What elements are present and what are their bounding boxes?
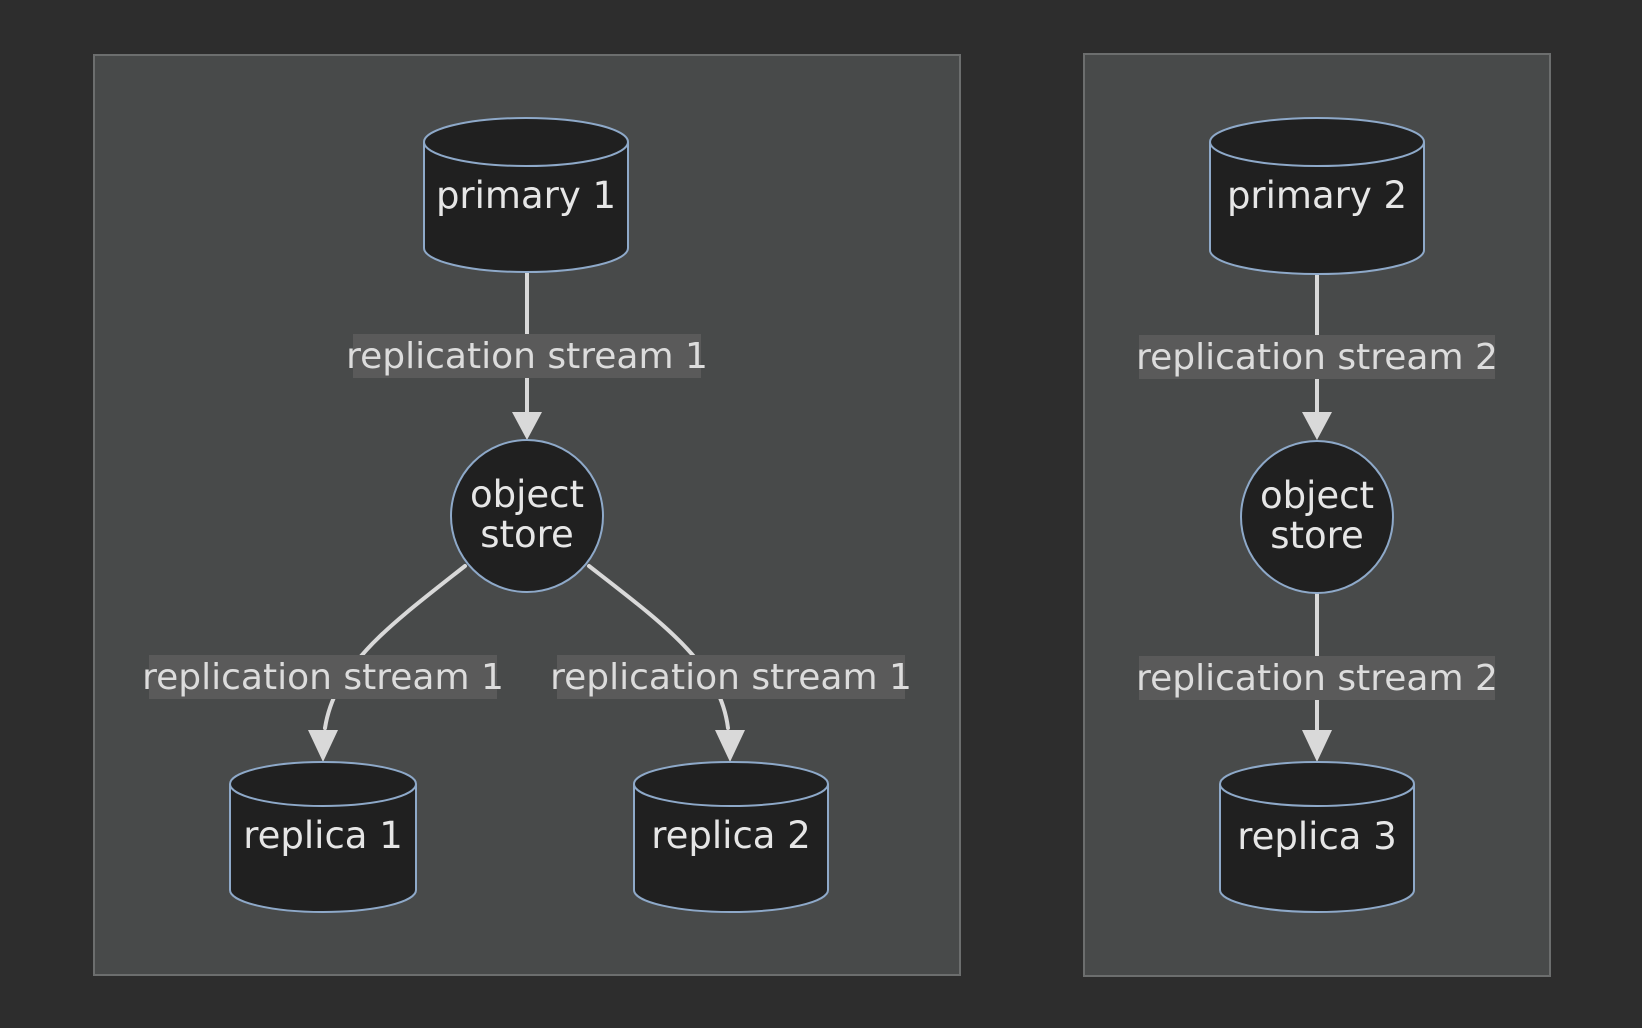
cluster-2: replication stream 2 replication stream … — [1083, 53, 1551, 977]
edge-label-text: replication stream 2 — [1136, 337, 1498, 378]
edge-label-text: replication stream 1 — [346, 336, 708, 377]
edge-label-primary2-store2: replication stream 2 — [1136, 335, 1498, 379]
node-replica-3: replica 3 — [1219, 761, 1415, 913]
edge-store1-to-replica1-arrowhead — [308, 730, 338, 762]
edge-label-text: replication stream 1 — [142, 657, 504, 698]
database-cylinder-icon — [423, 117, 629, 273]
node-primary-2: primary 2 — [1209, 117, 1425, 275]
edge-primary2-to-store2-arrowhead — [1302, 412, 1332, 440]
node-primary-1: primary 1 — [423, 117, 629, 273]
edge-label-primary1-store1: replication stream 1 — [346, 334, 708, 378]
edge-label-store2-replica3: replication stream 2 — [1136, 656, 1498, 700]
edge-label-text: replication stream 1 — [550, 657, 912, 698]
database-cylinder-icon — [229, 761, 417, 913]
edge-store1-to-replica2 — [587, 564, 730, 730]
database-cylinder-icon — [633, 761, 829, 913]
node-label-line-2: store — [1270, 514, 1364, 557]
edge-primary1-to-store1-arrowhead — [512, 412, 542, 440]
node-label: replica 1 — [243, 814, 403, 857]
edge-label-text: replication stream 2 — [1136, 658, 1498, 699]
edge-label-store1-replica2: replication stream 1 — [550, 655, 912, 699]
node-label-line-2: store — [480, 513, 574, 556]
node-label: replica 2 — [651, 814, 811, 857]
database-cylinder-icon — [1209, 117, 1425, 275]
cluster-1: replication stream 1 replication stream … — [93, 54, 961, 976]
edge-store1-to-replica1 — [323, 564, 467, 730]
node-replica-1: replica 1 — [229, 761, 417, 913]
object-store-circle — [450, 439, 604, 593]
node-label: replica 3 — [1237, 815, 1397, 858]
node-label: primary 1 — [436, 174, 616, 217]
node-label: primary 2 — [1227, 174, 1407, 217]
edge-store2-to-replica3-arrowhead — [1302, 730, 1332, 762]
database-cylinder-icon — [1219, 761, 1415, 913]
node-object-store-2: object store — [1240, 440, 1394, 594]
edge-store1-to-replica2-arrowhead — [715, 730, 745, 762]
node-replica-2: replica 2 — [633, 761, 829, 913]
node-label-line-1: object — [1260, 474, 1374, 517]
edge-label-store1-replica1: replication stream 1 — [142, 655, 504, 699]
object-store-circle — [1240, 440, 1394, 594]
node-label-line-1: object — [470, 473, 584, 516]
node-object-store-1: object store — [450, 439, 604, 593]
